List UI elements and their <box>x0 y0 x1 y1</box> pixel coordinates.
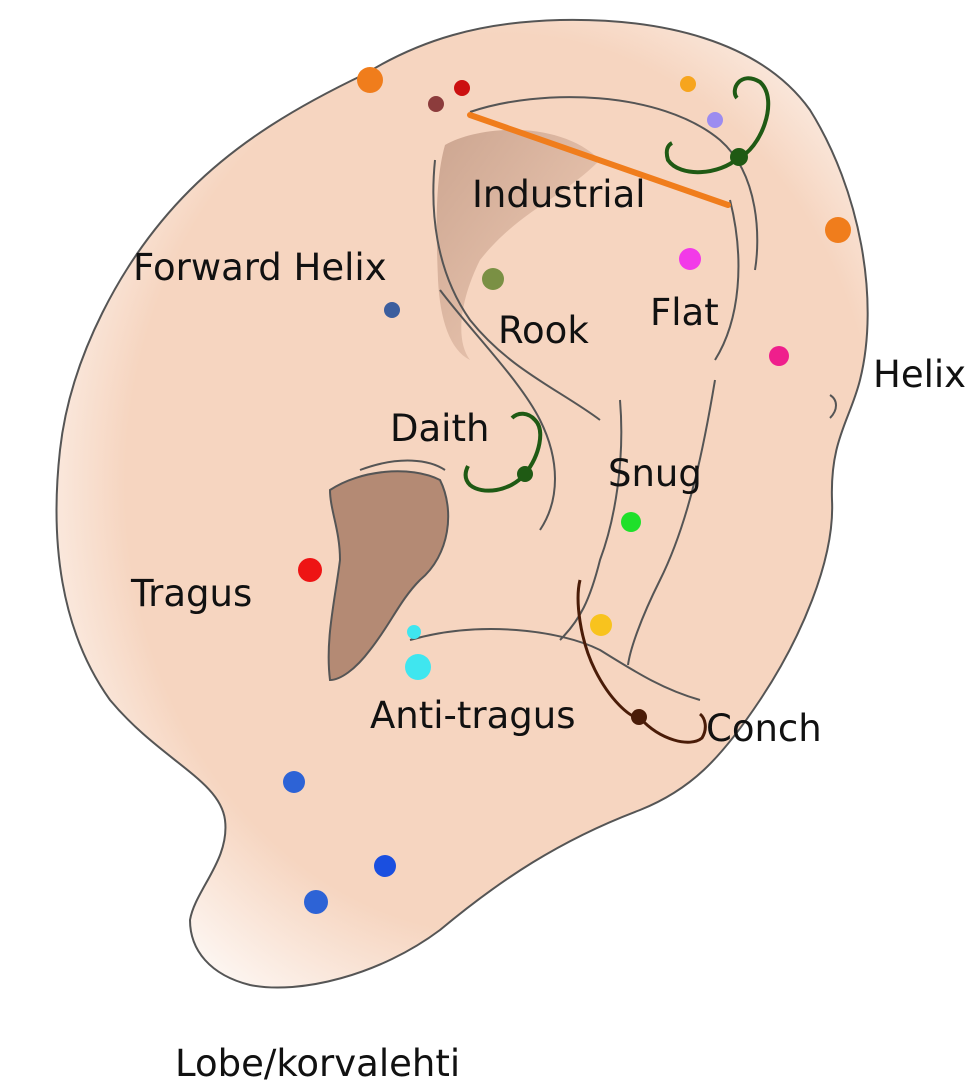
label-rook: Rook <box>498 312 589 349</box>
forward-helix-dot-brown <box>428 96 444 112</box>
label-helix: Helix <box>873 356 966 393</box>
helix-dot-top-left <box>357 67 383 93</box>
lobe-dot-2 <box>374 855 396 877</box>
rook-dot <box>482 268 504 290</box>
helix-dot-small-orange <box>680 76 696 92</box>
snug-dot <box>621 512 641 532</box>
label-conch: Conch <box>706 710 822 747</box>
helix-dot-right <box>825 217 851 243</box>
helix-ring-bead <box>730 148 748 166</box>
label-anti-tragus: Anti-tragus <box>370 697 576 734</box>
helix-dot-pink <box>769 346 789 366</box>
forward-helix-dot-red <box>454 80 470 96</box>
label-flat: Flat <box>650 294 719 331</box>
lobe-dot-1 <box>283 771 305 793</box>
forward-helix-dot <box>384 302 400 318</box>
anti-tragus-dot <box>405 654 431 680</box>
conch-ring-bead <box>631 709 647 725</box>
tragus-dot <box>298 558 322 582</box>
label-tragus: Tragus <box>131 575 252 612</box>
helix-dot-lavender <box>707 112 723 128</box>
label-daith: Daith <box>390 410 489 447</box>
anti-tragus-dot-small <box>407 625 421 639</box>
label-lobe: Lobe/korvalehti <box>175 1045 460 1082</box>
conch-dot <box>590 614 612 636</box>
lobe-dot-3 <box>304 890 328 914</box>
label-forward-helix: Forward Helix <box>133 249 387 286</box>
daith-ring-bead <box>517 466 533 482</box>
label-snug: Snug <box>608 455 702 492</box>
label-industrial: Industrial <box>472 176 646 213</box>
flat-dot <box>679 248 701 270</box>
